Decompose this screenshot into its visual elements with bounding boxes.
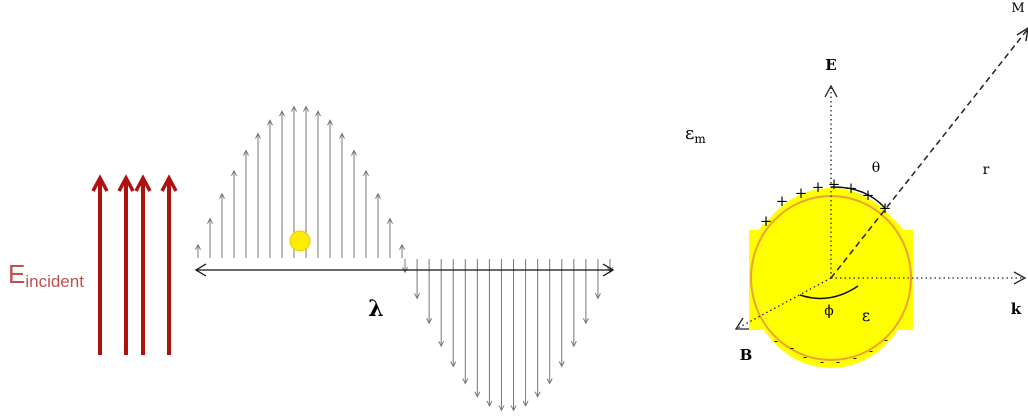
field-arrow bbox=[486, 259, 493, 407]
field-arrow bbox=[339, 132, 345, 258]
theta-label: θ bbox=[872, 160, 880, 176]
field-arrow bbox=[594, 259, 601, 300]
positive-charges: ++++++++ bbox=[760, 175, 892, 230]
field-arrow bbox=[351, 149, 357, 258]
observer-direction bbox=[830, 27, 1028, 279]
field-arrow bbox=[255, 132, 261, 258]
negative-charges: -------- bbox=[774, 333, 888, 369]
field-arrow bbox=[207, 217, 213, 258]
axis-B bbox=[734, 277, 832, 330]
axis-k bbox=[831, 271, 1027, 285]
field-arrow bbox=[195, 243, 201, 258]
field-arrow bbox=[546, 259, 553, 385]
incident-arrow bbox=[134, 174, 152, 355]
field-arrow bbox=[498, 259, 505, 412]
phi-arc bbox=[799, 285, 859, 300]
minus-charge: - bbox=[836, 355, 840, 369]
field-arrow bbox=[327, 119, 333, 258]
wavelength-label: λ bbox=[368, 296, 383, 322]
field-arrow bbox=[279, 110, 285, 258]
field-arrow bbox=[438, 259, 445, 348]
field-arrow bbox=[558, 259, 565, 368]
field-arrow bbox=[243, 149, 249, 258]
plus-charge: + bbox=[879, 199, 892, 217]
axis-E bbox=[824, 84, 838, 278]
axis-k-label: k bbox=[1011, 300, 1022, 318]
observer-label: M bbox=[1011, 1, 1024, 16]
plus-charge: + bbox=[795, 184, 808, 202]
phi-label: ϕ bbox=[824, 303, 834, 319]
field-arrow bbox=[462, 259, 469, 385]
minus-charge: - bbox=[803, 350, 807, 364]
field-arrow bbox=[414, 259, 421, 300]
field-arrow bbox=[219, 192, 225, 258]
axis-B-label: B bbox=[740, 346, 753, 364]
incident-arrow bbox=[91, 174, 109, 355]
minus-charge: - bbox=[820, 355, 824, 369]
field-arrow bbox=[510, 259, 517, 412]
minus-charge: - bbox=[853, 351, 857, 365]
plus-charge: + bbox=[760, 212, 773, 230]
field-arrow bbox=[375, 192, 381, 258]
wave-arrows bbox=[195, 105, 613, 412]
plus-charge: + bbox=[845, 179, 858, 197]
field-arrow bbox=[267, 119, 273, 258]
field-arrow bbox=[534, 259, 541, 398]
minus-charge: - bbox=[869, 344, 873, 358]
plus-charge: + bbox=[812, 178, 825, 196]
minus-charge: - bbox=[790, 341, 794, 355]
incident-field bbox=[91, 174, 178, 355]
wavelength-left-arrowhead bbox=[194, 263, 207, 277]
field-arrow bbox=[474, 259, 481, 398]
particle-permittivity-label: ε bbox=[862, 306, 870, 325]
field-arrow bbox=[522, 259, 529, 407]
medium-permittivity-label: εm bbox=[685, 123, 706, 146]
wavelength-axis bbox=[194, 263, 615, 277]
incident-arrow bbox=[117, 174, 135, 355]
plus-charge: + bbox=[776, 192, 789, 210]
field-arrow bbox=[426, 259, 433, 325]
field-arrow bbox=[231, 169, 237, 258]
axis-E-label: E bbox=[825, 56, 836, 74]
plus-charge: + bbox=[828, 175, 841, 193]
incident-arrow bbox=[160, 174, 178, 355]
field-arrow bbox=[363, 169, 369, 258]
field-arrow bbox=[450, 259, 457, 368]
nanoparticle bbox=[289, 230, 311, 252]
incident-label-main: E bbox=[8, 259, 25, 289]
wavelength-right-arrowhead bbox=[602, 263, 615, 277]
field-arrow bbox=[399, 243, 405, 258]
incident-label-sub: incident bbox=[25, 272, 84, 291]
field-arrow bbox=[582, 259, 589, 325]
field-arrow bbox=[387, 217, 393, 258]
incident-label: Eincident bbox=[8, 259, 84, 291]
radius-label: r bbox=[983, 162, 990, 178]
field-arrow bbox=[315, 110, 321, 258]
minus-charge: - bbox=[774, 334, 778, 348]
plus-charge: + bbox=[862, 186, 875, 204]
field-arrow bbox=[570, 259, 577, 348]
medium-label-sub: m bbox=[694, 132, 706, 146]
medium-label-main: ε bbox=[685, 123, 694, 144]
minus-charge: - bbox=[884, 333, 888, 347]
theta-arc bbox=[830, 186, 886, 209]
